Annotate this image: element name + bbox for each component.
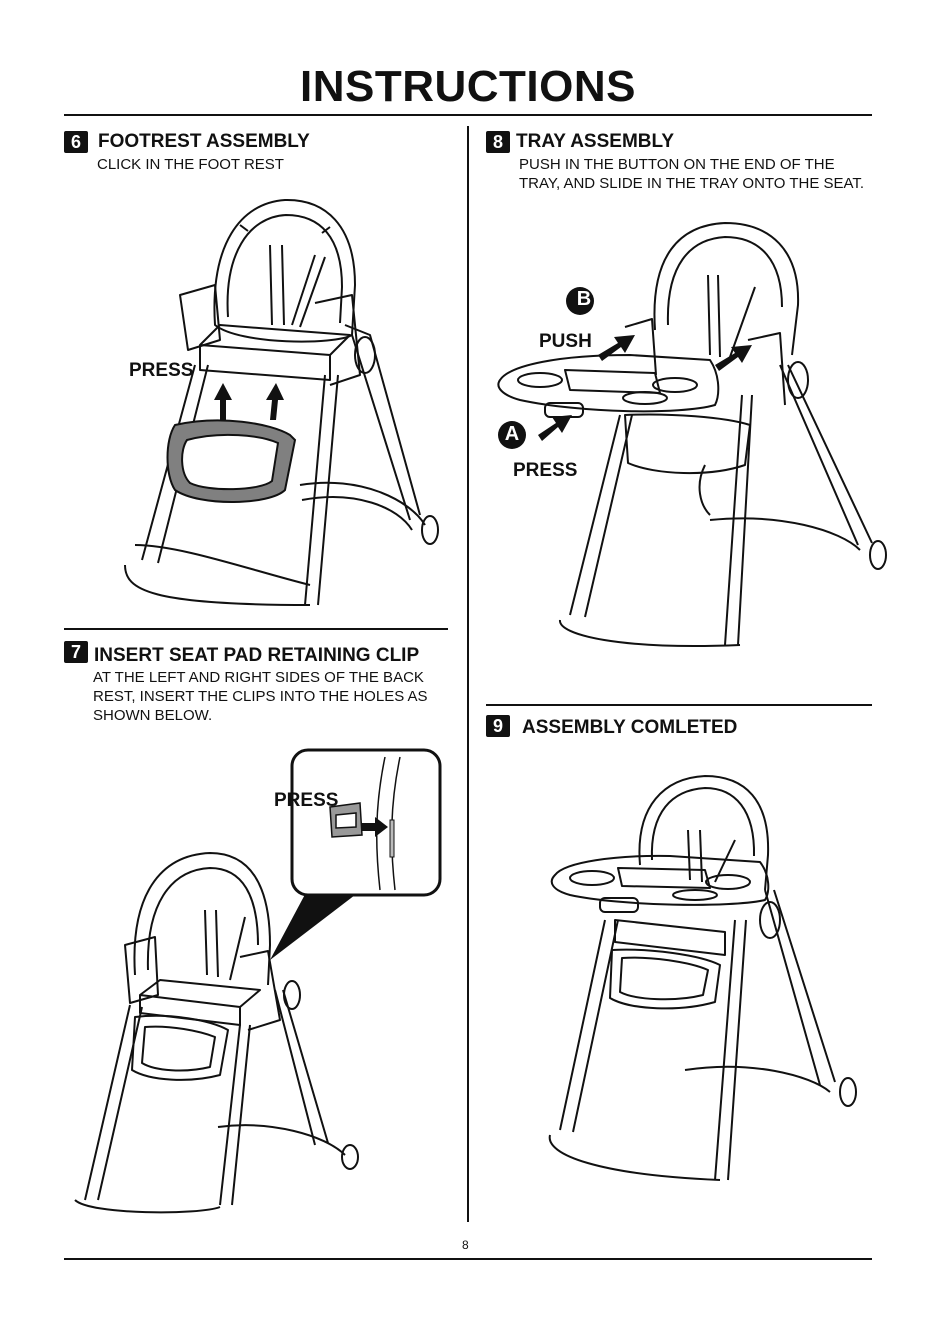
description-line: AT THE LEFT AND RIGHT SIDES OF THE BACK xyxy=(93,669,424,686)
press-callout: PRESS xyxy=(513,460,578,481)
step-number-badge: 7 xyxy=(64,641,88,663)
step-7-divider xyxy=(64,628,448,630)
step-9-header: 9 ASSEMBLY COMLETED xyxy=(486,715,737,739)
step-8-header: 8 TRAY ASSEMBLY xyxy=(486,131,674,153)
step-heading: INSERT SEAT PAD RETAINING CLIP xyxy=(94,645,420,666)
completed-highchair-illustration xyxy=(548,775,857,1181)
push-callout: PUSH xyxy=(539,331,592,352)
step-9-divider xyxy=(486,704,872,706)
description-line: TRAY, AND SLIDE IN THE TRAY ONTO THE SEA… xyxy=(519,175,865,192)
step-description: AT THE LEFT AND RIGHT SIDES OF THE BACK … xyxy=(93,668,428,725)
step-description: CLICK IN THE FOOT REST xyxy=(97,156,284,173)
step-7-header: 7 INSERT SEAT PAD RETAINING CLIP xyxy=(64,641,419,667)
tray-illustration xyxy=(497,222,887,647)
page-title: INSTRUCTIONS xyxy=(300,62,636,111)
title-divider xyxy=(64,114,872,116)
step-number-badge: 6 xyxy=(64,131,88,153)
step-heading: ASSEMBLY COMLETED xyxy=(522,717,738,738)
press-callout: PRESS xyxy=(274,790,339,811)
footrest-illustration xyxy=(124,198,439,606)
step-number-badge: 9 xyxy=(486,715,510,737)
marker-b: B xyxy=(576,288,592,310)
column-divider xyxy=(467,126,469,1222)
footer-divider xyxy=(64,1258,872,1260)
marker-a: A xyxy=(504,423,520,445)
step-number-badge: 8 xyxy=(486,131,510,153)
step-6-header: 6 FOOTREST ASSEMBLY xyxy=(64,131,310,153)
description-line: SHOWN BELOW. xyxy=(93,707,213,724)
step-heading: FOOTREST ASSEMBLY xyxy=(98,131,310,152)
description-line: REST, INSERT THE CLIPS INTO THE HOLES AS xyxy=(93,688,428,705)
seat-pad-clip-illustration xyxy=(74,748,442,1214)
step-description: PUSH IN THE BUTTON ON THE END OF THE TRA… xyxy=(519,155,864,193)
step-heading: TRAY ASSEMBLY xyxy=(516,131,675,152)
press-callout: PRESS xyxy=(129,360,194,381)
page-number: 8 xyxy=(462,1238,469,1252)
description-line: PUSH IN THE BUTTON ON THE END OF THE xyxy=(519,156,835,173)
